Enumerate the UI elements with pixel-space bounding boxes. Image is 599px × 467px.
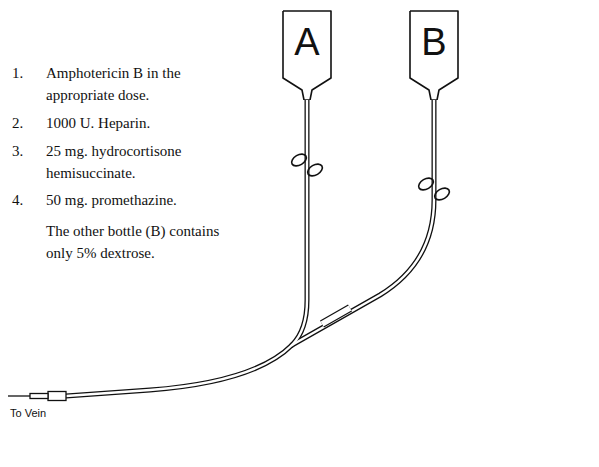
item-number: 4. — [12, 189, 42, 211]
clamp-loop — [417, 176, 436, 193]
tube-main — [66, 345, 292, 396]
item-number: 2. — [12, 112, 42, 134]
tube-connector — [322, 308, 350, 324]
needle-hub — [48, 392, 66, 401]
clamp-loop — [433, 186, 452, 203]
tube-b — [292, 98, 434, 345]
note-text: The other bottle (B) contains only 5% de… — [46, 220, 228, 264]
needle-tip — [8, 395, 30, 396]
tube-main-bore — [66, 345, 292, 396]
clamp-loop — [290, 152, 309, 169]
item-text: 50 mg. promethazine. — [46, 189, 224, 211]
tube-a — [292, 98, 307, 345]
item-text: Amphotericin B in the appropriate dose. — [46, 62, 224, 106]
bottle-letter: A — [282, 10, 332, 64]
item-number: 1. — [12, 62, 42, 84]
tube-connector-fill — [322, 308, 350, 324]
bottle-shape — [283, 11, 331, 100]
tube-a-bore — [292, 98, 307, 345]
item-text: 1000 U. Heparin. — [46, 112, 224, 134]
item-number: 3. — [12, 140, 42, 162]
bottle-letter: B — [409, 10, 459, 64]
vein-label: To Vein — [10, 406, 90, 420]
needle-shaft — [30, 394, 48, 399]
tube-b-bore — [292, 98, 434, 345]
bottle-shape — [410, 11, 458, 100]
bottle: A — [282, 10, 332, 100]
clamp-loop — [306, 162, 325, 179]
item-text: 25 mg. hydrocortisone hemisuccinate. — [46, 140, 224, 184]
bottle: B — [409, 10, 459, 100]
